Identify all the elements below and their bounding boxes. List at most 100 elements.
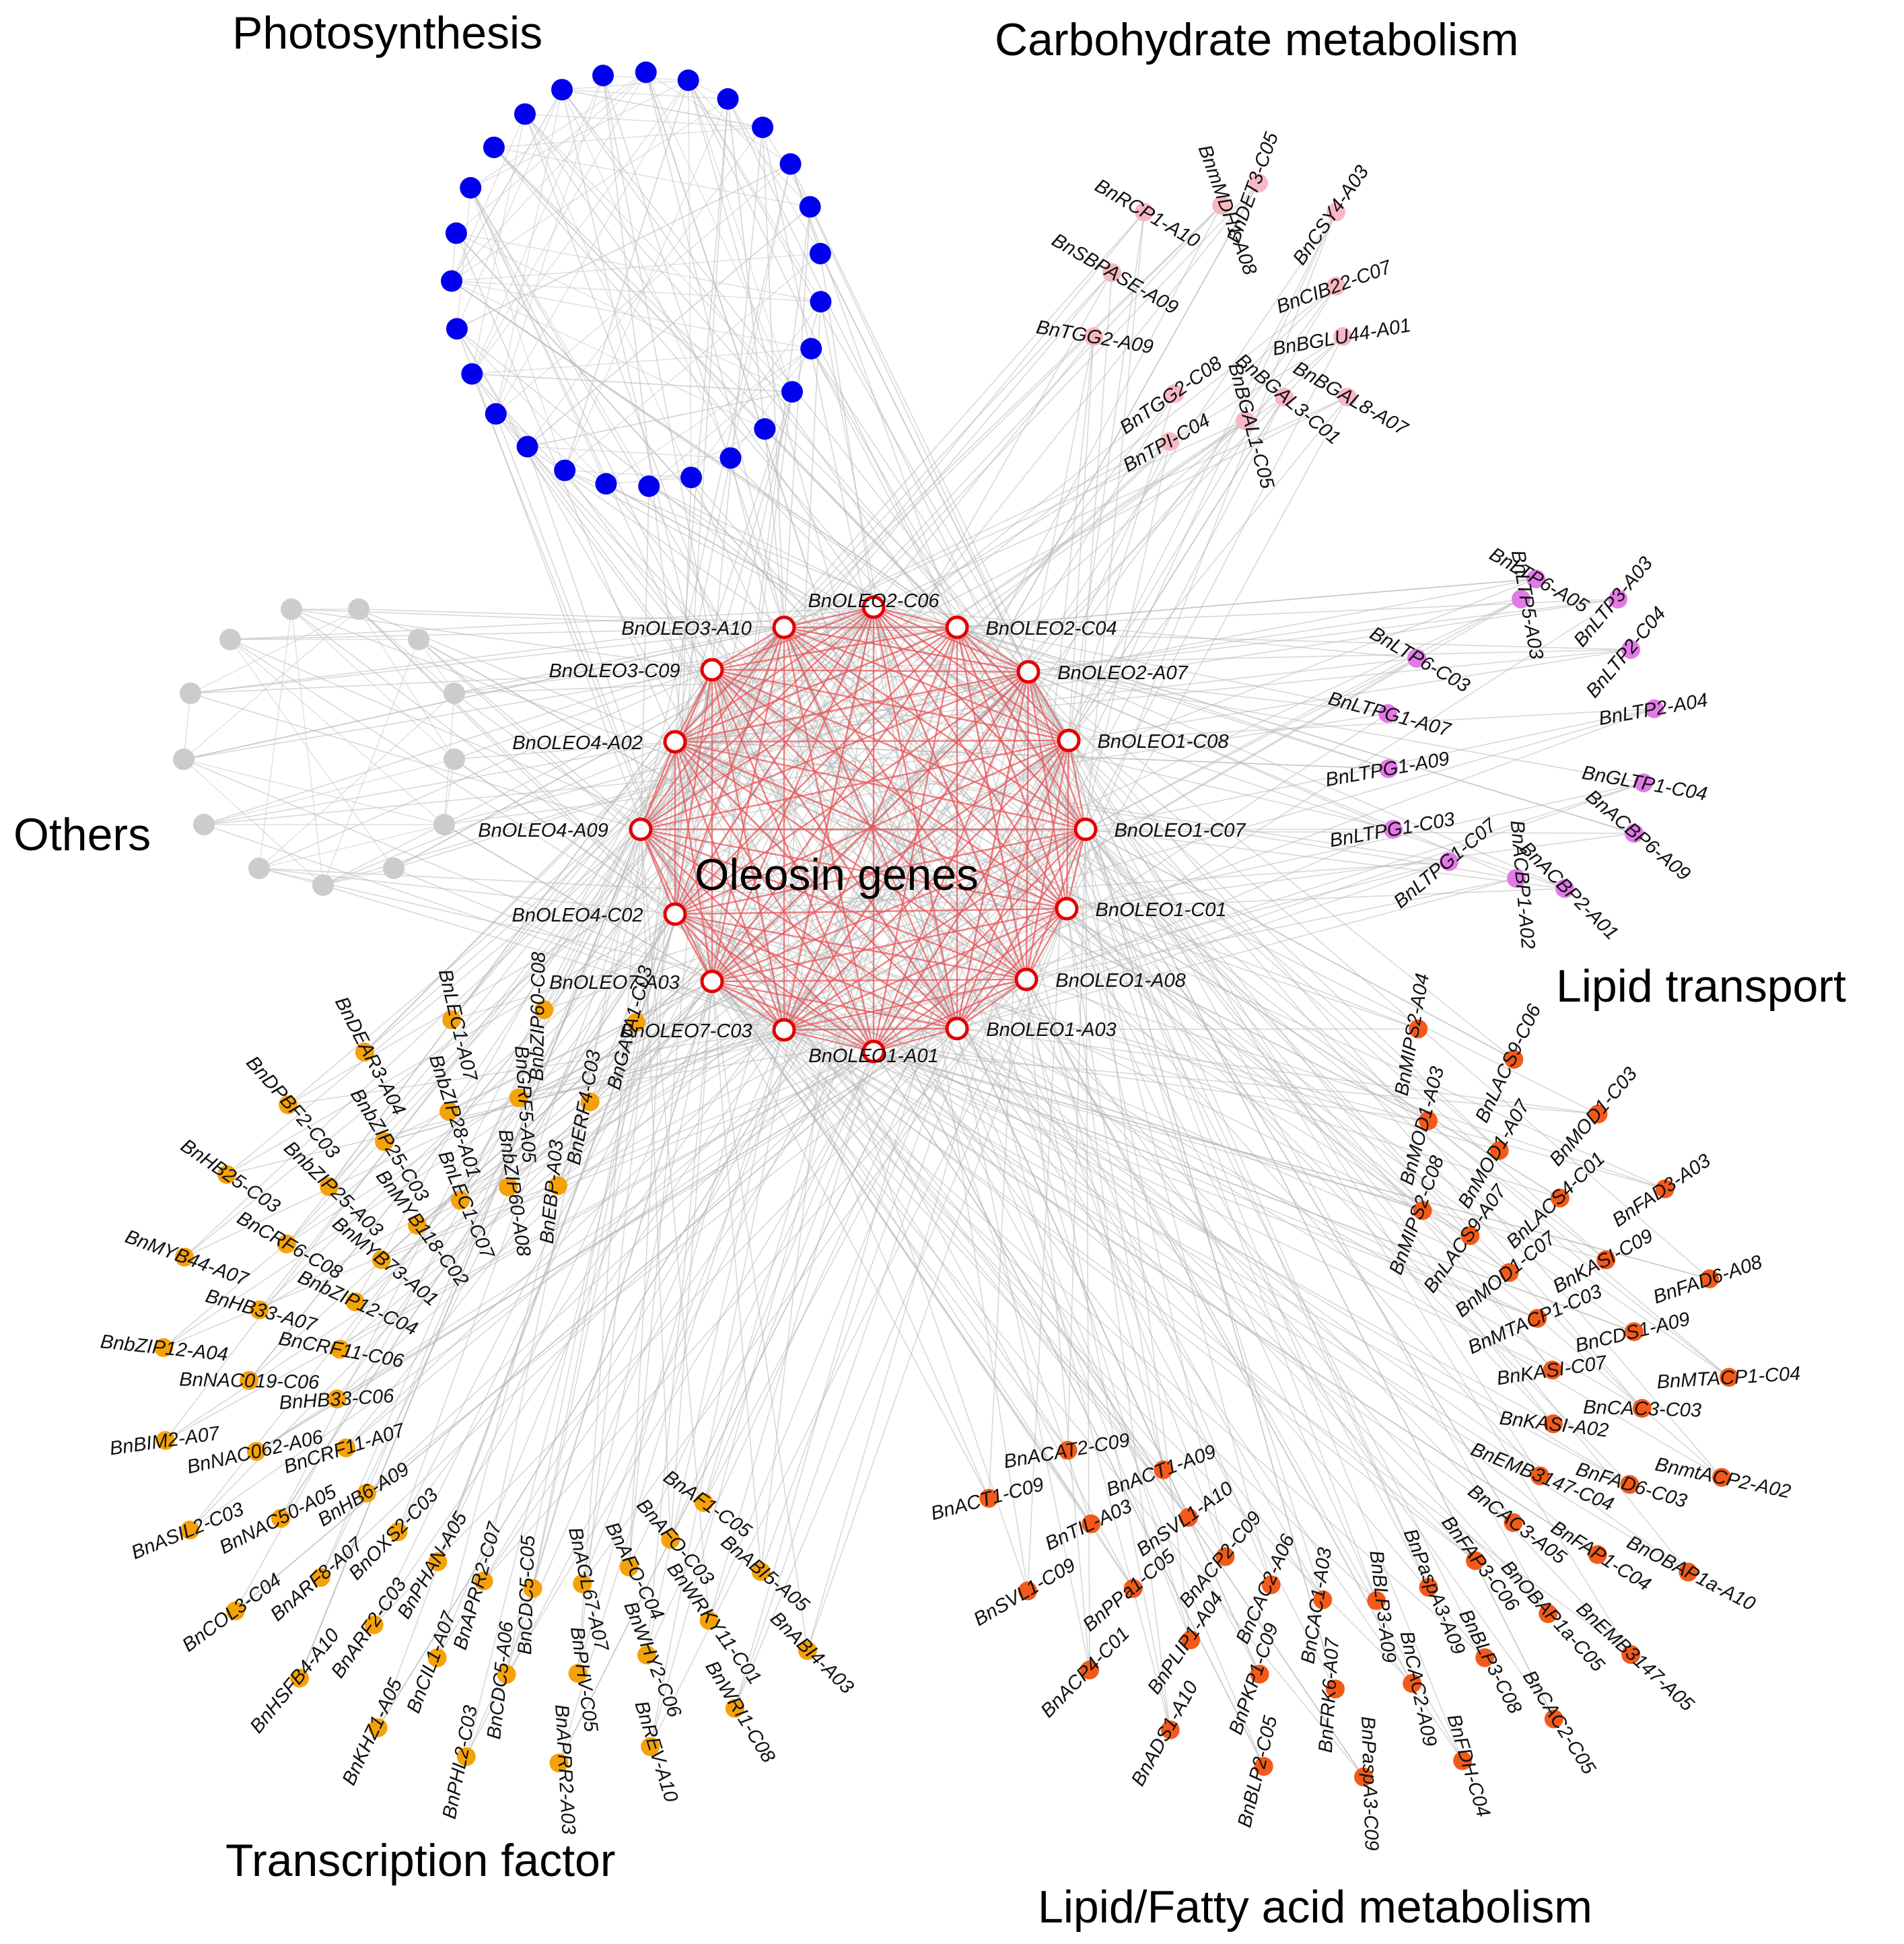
- gray-edge: [674, 741, 1134, 1589]
- gray-edge: [760, 606, 874, 1572]
- gray-edge: [470, 187, 874, 1052]
- photosynthesis-node: [779, 153, 802, 175]
- oleosin-edge: [639, 829, 676, 915]
- gray-edge: [448, 829, 641, 1112]
- gray-edge: [640, 285, 1337, 830]
- gray-edge: [230, 606, 874, 640]
- oleosin-edge: [640, 606, 874, 830]
- transcription-factor-node: [626, 1013, 645, 1033]
- gray-edge: [674, 598, 1619, 742]
- oleosin-edge: [640, 739, 1069, 831]
- gray-edge: [1028, 671, 1388, 714]
- gray-edge: [640, 829, 1643, 1409]
- gray-edge: [734, 671, 1029, 1709]
- gray-edge: [1066, 888, 1565, 909]
- others-node: [219, 629, 241, 650]
- fatty-acid-node: [1409, 1019, 1428, 1039]
- gray-edge: [783, 1029, 1630, 1485]
- gray-edge: [674, 741, 1389, 769]
- gray-edge: [1067, 829, 1086, 1451]
- gray-edge: [674, 741, 1429, 1121]
- transcription-factor-node: [364, 1615, 384, 1634]
- oleosin-edge: [783, 627, 1027, 980]
- carbohydrate-node: [1135, 203, 1154, 221]
- oleosin-edge: [1027, 671, 1070, 741]
- center-title: Oleosin genes: [695, 849, 979, 899]
- oleosin-edge: [674, 740, 1086, 831]
- gray-edge: [789, 164, 1069, 741]
- transcription-factor-node: [246, 1442, 266, 1461]
- carbohydrate-node: [1212, 196, 1231, 215]
- gray-edge: [711, 669, 1598, 1115]
- photosynthesis-node: [592, 65, 614, 87]
- oleosin-node: [861, 1039, 886, 1064]
- oleosin-edge: [956, 627, 1068, 909]
- gray-edge: [354, 669, 713, 1303]
- group-title-carbohydrate-metabolism: Carbohydrate metabolism: [995, 14, 1519, 65]
- fatty-acid-node: [1719, 1368, 1738, 1387]
- oleosin-edge: [711, 740, 1069, 982]
- group-title-lipid-transport: Lipid transport: [1556, 961, 1846, 1012]
- transcription-factor-node: [407, 1216, 427, 1235]
- gray-edge: [820, 253, 874, 608]
- gray-edge: [471, 75, 604, 374]
- gray-edge: [451, 741, 676, 1020]
- others-node: [180, 683, 201, 704]
- fatty-acid-node: [1325, 1679, 1345, 1699]
- gray-edge: [472, 373, 793, 392]
- gray-edge: [670, 1051, 874, 1540]
- transcription-factor-node: [337, 1438, 356, 1457]
- transcription-factor-node: [497, 1665, 516, 1684]
- fatty-acid-node: [1160, 1720, 1180, 1739]
- gray-edge: [288, 1029, 785, 1106]
- gray-edge: [258, 829, 641, 1311]
- gray-edge: [286, 627, 785, 1245]
- gray-edge: [1028, 598, 1522, 672]
- fatty-acid-label-bnmtacp1-c04: BnMTACP1-C04: [1656, 1363, 1801, 1393]
- oleosin-node: [700, 658, 724, 682]
- gray-edge: [956, 627, 1485, 1659]
- gray-edge: [1068, 211, 1145, 741]
- gray-edge: [322, 639, 419, 886]
- oleosin-edge: [640, 670, 1029, 831]
- gray-edge: [483, 740, 1069, 1582]
- transcription-factor-node: [330, 1340, 350, 1359]
- gray-edge: [203, 759, 455, 825]
- gray-edge: [451, 829, 1086, 1020]
- gray-edge: [783, 420, 1246, 628]
- gray-edge: [322, 868, 394, 886]
- gray-edge: [495, 413, 713, 982]
- transcription-factor-label-bnkhz1-a05: BnKHZ1-A05: [339, 1675, 407, 1789]
- gray-edge: [956, 627, 1565, 889]
- oleosin-edge: [711, 980, 874, 1053]
- lipid-transport-node: [1634, 773, 1653, 792]
- fatty-acid-node: [1588, 1545, 1607, 1564]
- transcription-factor-node: [250, 1300, 269, 1319]
- gray-edge: [688, 80, 692, 478]
- gray-edge: [674, 336, 1343, 742]
- gray-edge: [364, 627, 785, 1053]
- fatty-acid-node: [1588, 1104, 1608, 1123]
- gray-edge: [734, 908, 1067, 1709]
- oleosin-edge: [783, 626, 1029, 673]
- photosynthesis-node: [717, 88, 739, 110]
- gray-edge: [345, 1029, 785, 1449]
- gray-edge: [328, 669, 713, 1187]
- gray-edge: [783, 627, 1092, 1525]
- gray-edge: [451, 98, 728, 282]
- transcription-factor-node: [509, 1088, 528, 1107]
- gray-edge: [456, 233, 676, 742]
- transcription-factor-node: [751, 1562, 771, 1581]
- gray-edge: [495, 164, 791, 415]
- oleosin-edge: [674, 741, 1027, 980]
- gray-edge: [190, 669, 713, 694]
- gray-edge: [456, 232, 793, 392]
- gray-edge: [711, 669, 1561, 1199]
- gray-edge: [1028, 671, 1549, 1614]
- lipid-transport-node: [1555, 879, 1574, 898]
- transcription-factor-node: [573, 1574, 592, 1593]
- transcription-factor-node: [355, 1043, 374, 1062]
- photosynthesis-node: [516, 436, 538, 458]
- gray-edge: [381, 1028, 958, 1261]
- transcription-factor-node: [372, 1250, 391, 1270]
